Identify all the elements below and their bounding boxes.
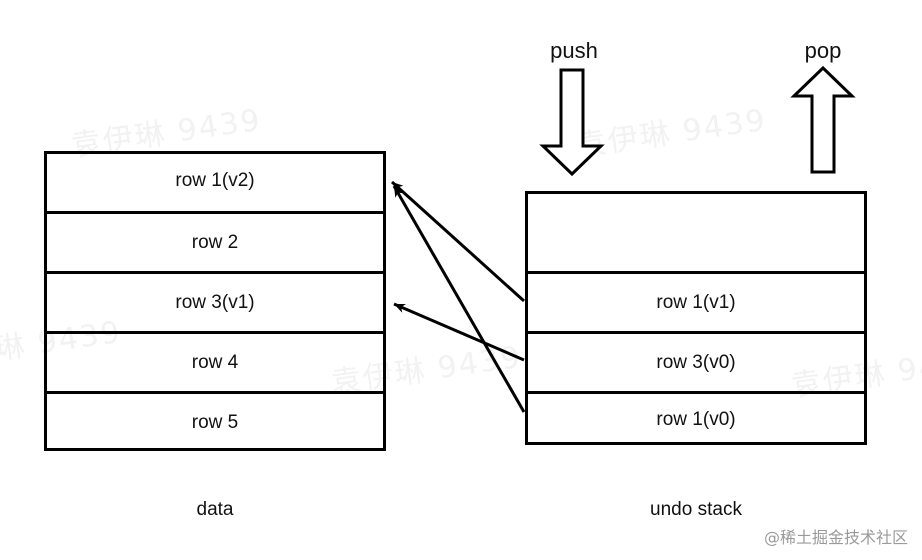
data-table-caption: data: [196, 499, 234, 520]
data-row-4: row 5: [44, 391, 386, 451]
data-table: [44, 151, 386, 451]
connector-row3v0-to-row3v1: [393, 302, 525, 362]
data-row-2: row 3(v1): [44, 271, 386, 331]
undo-stack-cell-label: row 1(v1): [656, 291, 736, 313]
push-arrow-icon: [539, 68, 605, 177]
pop-arrow-icon: [790, 65, 856, 174]
connector-row1v1-to-row1v2: [390, 180, 526, 303]
data-row-label: row 5: [191, 411, 239, 433]
data-row-label: row 3(v1): [175, 291, 255, 313]
undo-stack-cell-2: row 3(v0): [525, 331, 867, 391]
undo-stack-cell-1: row 1(v1): [525, 271, 867, 331]
data-row-label: row 2: [191, 231, 239, 253]
connector-row1v0-to-row1v2: [392, 185, 526, 413]
undo-stack-caption: undo stack: [650, 499, 742, 520]
undo-stack-cell-label: row 1(v0): [656, 408, 736, 430]
data-row-label: row 1(v2): [175, 170, 255, 191]
brand-watermark: @稀土掘金技术社区: [763, 528, 908, 547]
undo-stack: [525, 191, 867, 445]
data-row-0: row 1(v2): [44, 151, 386, 211]
undo-stack-cell-3: row 1(v0): [525, 391, 867, 445]
data-row-3: row 4: [44, 331, 386, 391]
data-row-label: row 4: [191, 351, 239, 373]
undo-stack-cell-label: row 3(v0): [656, 351, 736, 373]
data-row-1: row 2: [44, 211, 386, 271]
push-label: push: [550, 38, 598, 63]
pop-label: pop: [804, 38, 842, 63]
